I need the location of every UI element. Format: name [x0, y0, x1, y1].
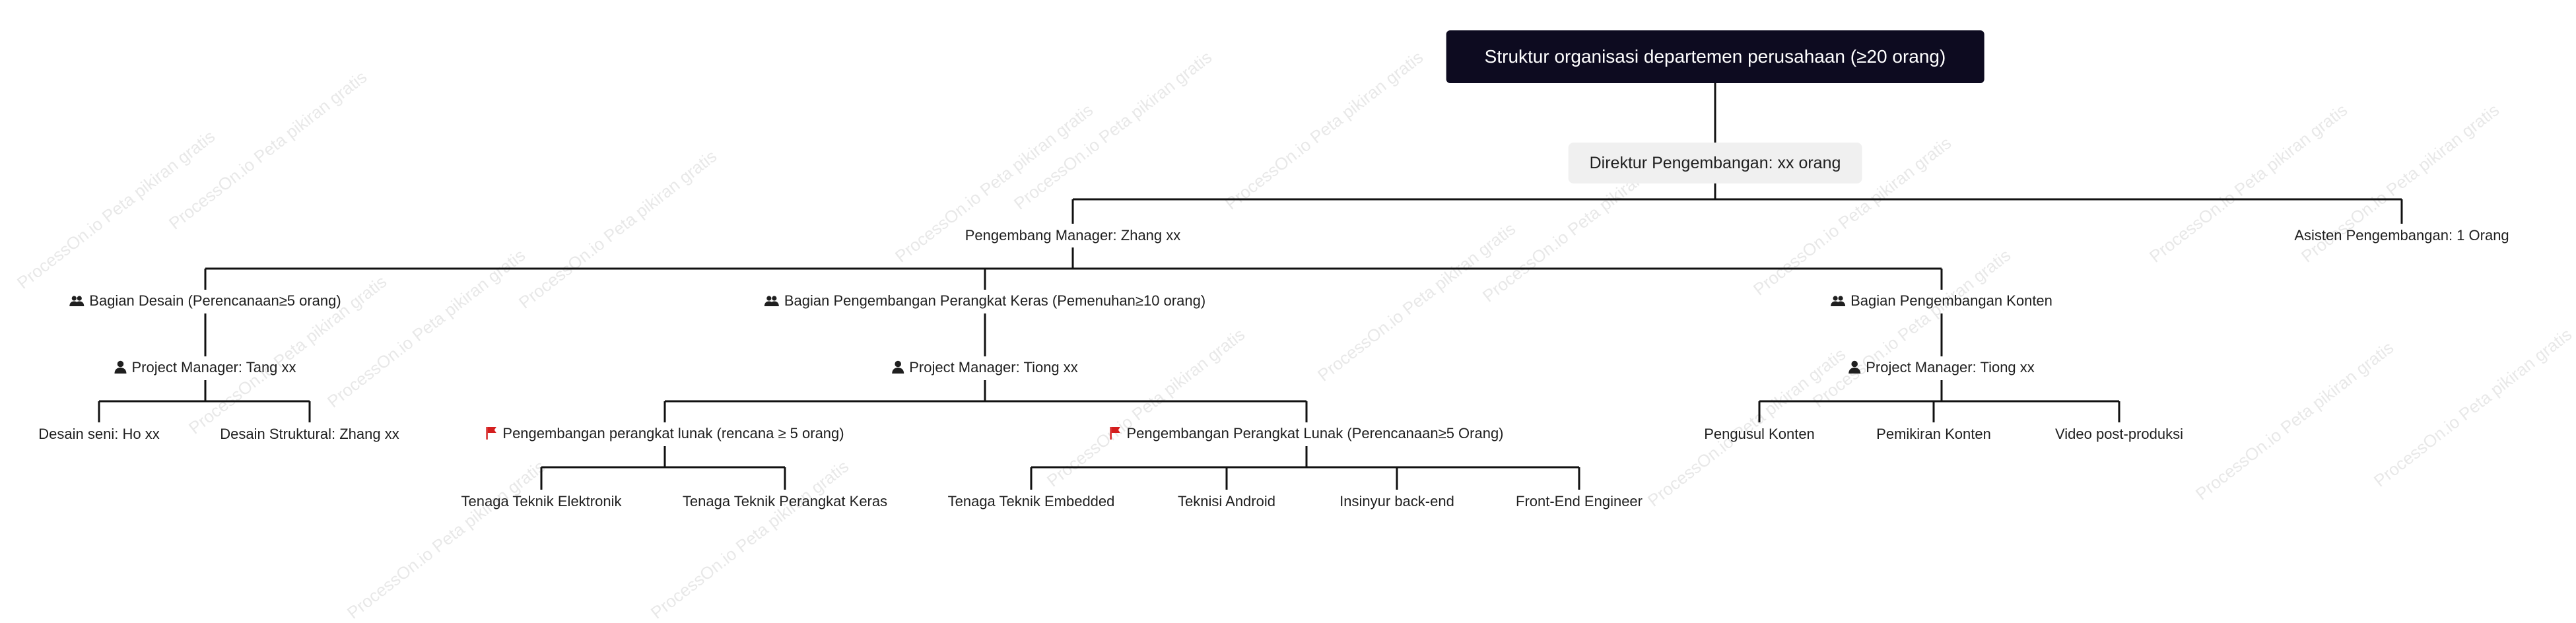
org-node-root[interactable]: Struktur organisasi departemen perusahaa… [1446, 30, 1984, 83]
org-node-backend[interactable]: Insinyur back-end [1339, 494, 1454, 509]
org-node-assistant[interactable]: Asisten Pengembangan: 1 Orang [2294, 228, 2509, 243]
org-node-hardware[interactable]: Bagian Pengembangan Perangkat Keras (Pem… [764, 294, 1205, 310]
org-chart-lines [98, 83, 2403, 490]
group-icon [764, 295, 779, 310]
org-node-thinking[interactable]: Pemikiran Konten [1876, 427, 1991, 442]
org-node-sw2[interactable]: Pengembangan Perangkat Lunak (Perencanaa… [1109, 425, 1504, 442]
org-node-label: Front-End Engineer [1516, 493, 1643, 509]
org-node-label: Desain seni: Ho xx [38, 426, 160, 442]
org-node-label: Insinyur back-end [1339, 493, 1454, 509]
org-node-label: Project Manager: Tiong xx [909, 359, 1078, 376]
org-node-label: Pengembangan Perangkat Lunak (Perencanaa… [1126, 425, 1504, 442]
org-node-design[interactable]: Bagian Desain (Perencanaan≥5 orang) [69, 294, 341, 310]
org-node-label: Pengusul Konten [1704, 426, 1815, 442]
flag-icon [485, 426, 497, 442]
org-node-label: Pemikiran Konten [1876, 426, 1991, 442]
org-node-label: Project Manager: Tiong xx [1866, 359, 2035, 376]
org-node-pm-tiong-hw[interactable]: Project Manager: Tiong xx [892, 360, 1078, 376]
org-node-manager[interactable]: Pengembang Manager: Zhang xx [965, 228, 1181, 243]
group-icon [69, 295, 85, 310]
group-icon [1831, 295, 1846, 310]
org-node-label: Asisten Pengembangan: 1 Orang [2294, 227, 2509, 244]
org-node-label: Bagian Desain (Perencanaan≥5 orang) [89, 292, 341, 309]
org-node-hweng[interactable]: Tenaga Teknik Perangkat Keras [683, 494, 887, 509]
org-node-label: Bagian Pengembangan Perangkat Keras (Pem… [784, 292, 1206, 309]
org-node-content[interactable]: Bagian Pengembangan Konten [1831, 294, 2052, 310]
org-node-label: Desain Struktural: Zhang xx [220, 426, 399, 442]
org-node-label: Pengembangan perangkat lunak (rencana ≥ … [502, 425, 844, 442]
org-node-video[interactable]: Video post-produksi [2055, 427, 2183, 442]
org-node-label: Project Manager: Tang xx [131, 359, 296, 376]
person-icon [892, 360, 904, 376]
person-icon [1848, 360, 1861, 376]
org-node-label: Direktur Pengembangan: xx orang [1589, 154, 1841, 172]
person-icon [114, 360, 127, 376]
org-node-proposer[interactable]: Pengusul Konten [1704, 427, 1815, 442]
org-node-art[interactable]: Desain seni: Ho xx [38, 427, 159, 442]
org-node-frontend[interactable]: Front-End Engineer [1516, 494, 1643, 509]
org-node-director[interactable]: Direktur Pengembangan: xx orang [1568, 143, 1862, 183]
org-node-label: Bagian Pengembangan Konten [1850, 292, 2052, 309]
org-node-label: Tenaga Teknik Elektronik [461, 493, 622, 509]
org-node-label: Tenaga Teknik Perangkat Keras [682, 493, 888, 509]
flag-icon [1109, 426, 1121, 442]
org-node-label: Struktur organisasi departemen perusahaa… [1484, 46, 1946, 67]
org-node-label: Pengembang Manager: Zhang xx [965, 227, 1181, 244]
org-node-pm-tang[interactable]: Project Manager: Tang xx [114, 360, 296, 376]
org-node-label: Teknisi Android [1178, 493, 1275, 509]
org-node-label: Video post-produksi [2054, 426, 2184, 442]
org-node-structural[interactable]: Desain Struktural: Zhang xx [220, 427, 399, 442]
org-node-android[interactable]: Teknisi Android [1178, 494, 1275, 509]
org-node-label: Tenaga Teknik Embedded [947, 493, 1115, 509]
org-node-embedded[interactable]: Tenaga Teknik Embedded [948, 494, 1115, 509]
org-node-sw1[interactable]: Pengembangan perangkat lunak (rencana ≥ … [485, 426, 844, 442]
org-node-elec[interactable]: Tenaga Teknik Elektronik [461, 494, 622, 509]
org-node-pm-tiong-ct[interactable]: Project Manager: Tiong xx [1848, 360, 2035, 376]
